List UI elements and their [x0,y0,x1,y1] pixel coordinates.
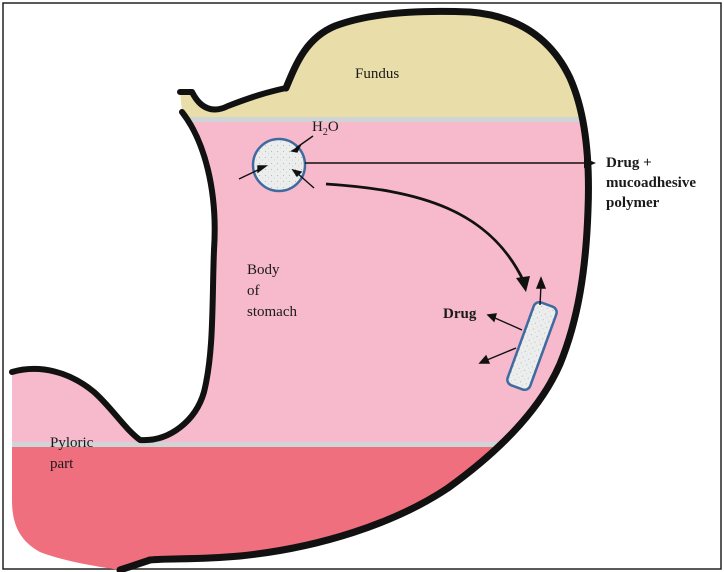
pyloric-divider [0,442,724,447]
body-label-line3: stomach [247,304,297,320]
drug-polymer-label-line3: polymer [606,195,660,211]
drug-polymer-label-line2: mucoadhesive [606,175,696,191]
body-label-line2: of [247,283,260,299]
pyloric-label-line1: Pyloric [50,435,94,451]
fundus-label: Fundus [355,66,399,82]
pyloric-region [0,445,724,572]
pyloric-label-line2: part [50,456,74,472]
fundus-divider [0,117,724,122]
body-label-line1: Body [247,262,280,278]
drug-polymer-label-line1: Drug + [606,155,652,171]
drug-label: Drug [443,306,477,322]
